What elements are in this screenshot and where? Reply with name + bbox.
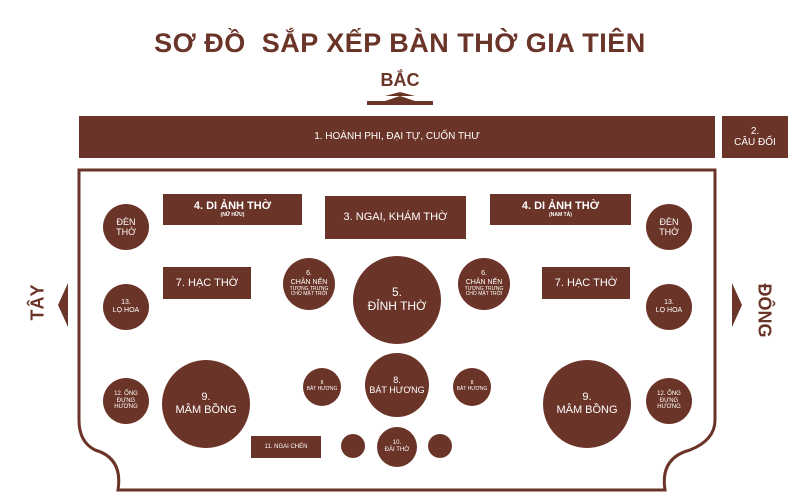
candle-holder-right-number: 6. — [481, 270, 487, 278]
flower-vase-left: 13. LỌ HOA — [103, 284, 149, 330]
candle-holder-left-label: CHÂN NẾN — [290, 278, 328, 286]
incense-bowl-center-label: BÁT HƯƠNG — [369, 385, 425, 395]
fruit-tray-right-label: MÂM BỒNG — [556, 404, 618, 416]
incense-tube-right-line2: HƯƠNG — [657, 404, 681, 411]
west-direction-label: TÂY — [27, 284, 48, 321]
portrait-right-label: 4. DI ẢNH THỜ — [521, 200, 600, 213]
incense-tube-left-line1: ĐỰNG — [116, 397, 136, 404]
incense-bowl-center-number: 8. — [393, 374, 401, 385]
incense-burner-label: ĐỈNH THỜ — [367, 299, 427, 313]
candle-holder-left-number: 6. — [306, 270, 312, 278]
incense-bowl-small-left: 8 BÁT HƯƠNG — [303, 368, 341, 406]
crane-left-label: 7. HẠC THỜ — [175, 276, 239, 289]
cup-stand-label: 11. NGAI CHÉN — [264, 443, 308, 450]
candle-holder-right-label: CHÂN NẾN — [465, 278, 503, 286]
cup-stand-box: 11. NGAI CHÉN — [251, 436, 321, 458]
west-arrow-icon — [58, 283, 68, 327]
offering-cup-left — [341, 434, 365, 458]
east-direction-label: ĐÔNG — [754, 283, 775, 338]
incense-bowl-small-left-number: 8 — [320, 380, 324, 387]
couplet-number: 2. — [750, 125, 760, 137]
fruit-tray-right-number: 9. — [582, 391, 592, 404]
fruit-tray-left-label: MÂM BỒNG — [175, 404, 237, 416]
incense-tube-right-line1: ĐỰNG — [659, 397, 679, 404]
candle-holder-left-sub: TƯỢNG TRƯNG CHO MẶT TRỜI — [289, 285, 329, 298]
portrait-left-sub: (NỮ HỮU) — [220, 212, 245, 219]
altar-stand-label: ĐÀI THỜ — [384, 447, 410, 453]
candle-holder-right-sub: TƯỢNG TRƯNG CHO MẶT TRỜI — [464, 285, 504, 298]
fruit-tray-left-number: 9. — [201, 391, 211, 404]
incense-bowl-small-left-label: BÁT HƯƠNG — [306, 386, 338, 392]
flower-vase-left-label: LỌ HOA — [112, 307, 140, 314]
throne-shrine-label: 3. NGAI, KHÁM THỜ — [343, 211, 448, 224]
throne-shrine-box: 3. NGAI, KHÁM THỜ — [325, 196, 466, 239]
portrait-left-box: 4. DI ẢNH THỜ (NỮ HỮU) — [163, 194, 302, 225]
east-arrow-icon — [732, 283, 742, 327]
incense-bowl-small-right-number: 8 — [470, 380, 474, 387]
couplet-label: CÂU ĐỐI — [734, 137, 776, 148]
horizontal-plaque-label: 1. HOÀNH PHI, ĐẠI TỰ, CUỐN THƯ — [314, 131, 480, 143]
flower-vase-right-number: 13. — [664, 298, 674, 306]
altar-lamp-right-line2: THỜ — [659, 227, 679, 237]
altar-lamp-left-line2: THỜ — [116, 227, 136, 237]
incense-bowl-center: 8. BÁT HƯƠNG — [365, 353, 429, 417]
north-direction-label: BẮC — [380, 70, 420, 90]
incense-burner-center: 5. ĐỈNH THỜ — [353, 256, 441, 344]
incense-tube-left: 12. ỐNG ĐỰNG HƯƠNG — [103, 378, 149, 424]
incense-bowl-small-right: 8 BÁT HƯƠNG — [453, 368, 491, 406]
altar-lamp-right: ĐÈN THỜ — [646, 204, 692, 250]
candle-holder-left: 6. CHÂN NẾN TƯỢNG TRƯNG CHO MẶT TRỜI — [283, 258, 335, 310]
couplet-box: 2. CÂU ĐỐI — [722, 116, 788, 158]
incense-tube-left-line2: HƯƠNG — [114, 404, 138, 411]
altar-lamp-left: ĐÈN THỜ — [103, 204, 149, 250]
incense-tube-left-number: 12. ỐNG — [114, 390, 138, 397]
incense-burner-number: 5. — [391, 285, 402, 300]
flower-vase-right: 13. LỌ HOA — [646, 284, 692, 330]
altar-lamp-right-line1: ĐÈN — [659, 216, 679, 227]
diagram-title: SƠ ĐỒ SẮP XẾP BÀN THỜ GIA TIÊN — [154, 28, 646, 58]
crane-left-box: 7. HẠC THỜ — [163, 267, 251, 299]
flower-vase-left-number: 13. — [121, 298, 131, 306]
portrait-right-sub: (NAM TẢ) — [549, 212, 572, 219]
altar-stand-center: 10. ĐÀI THỜ — [377, 427, 417, 467]
portrait-right-box: 4. DI ẢNH THỜ (NAM TẢ) — [490, 194, 631, 225]
incense-tube-right: 12. ỐNG ĐỰNG HƯƠNG — [646, 378, 692, 424]
incense-tube-right-number: 12. ỐNG — [657, 390, 681, 397]
altar-stand-number: 10. — [392, 440, 402, 447]
altar-lamp-left-line1: ĐÈN — [116, 216, 136, 227]
horizontal-plaque-bar: 1. HOÀNH PHI, ĐẠI TỰ, CUỐN THƯ — [79, 116, 715, 158]
flower-vase-right-label: LỌ HOA — [655, 307, 683, 314]
portrait-left-label: 4. DI ẢNH THỜ — [193, 200, 272, 213]
fruit-tray-right: 9. MÂM BỒNG — [543, 360, 631, 448]
offering-cup-right — [428, 434, 452, 458]
crane-right-label: 7. HẠC THỜ — [554, 276, 618, 289]
crane-right-box: 7. HẠC THỜ — [542, 267, 630, 299]
candle-holder-right: 6. CHÂN NẾN TƯỢNG TRƯNG CHO MẶT TRỜI — [458, 258, 510, 310]
fruit-tray-left: 9. MÂM BỒNG — [162, 360, 250, 448]
north-arrow-icon — [367, 92, 433, 105]
incense-bowl-small-right-label: BÁT HƯƠNG — [456, 386, 488, 392]
